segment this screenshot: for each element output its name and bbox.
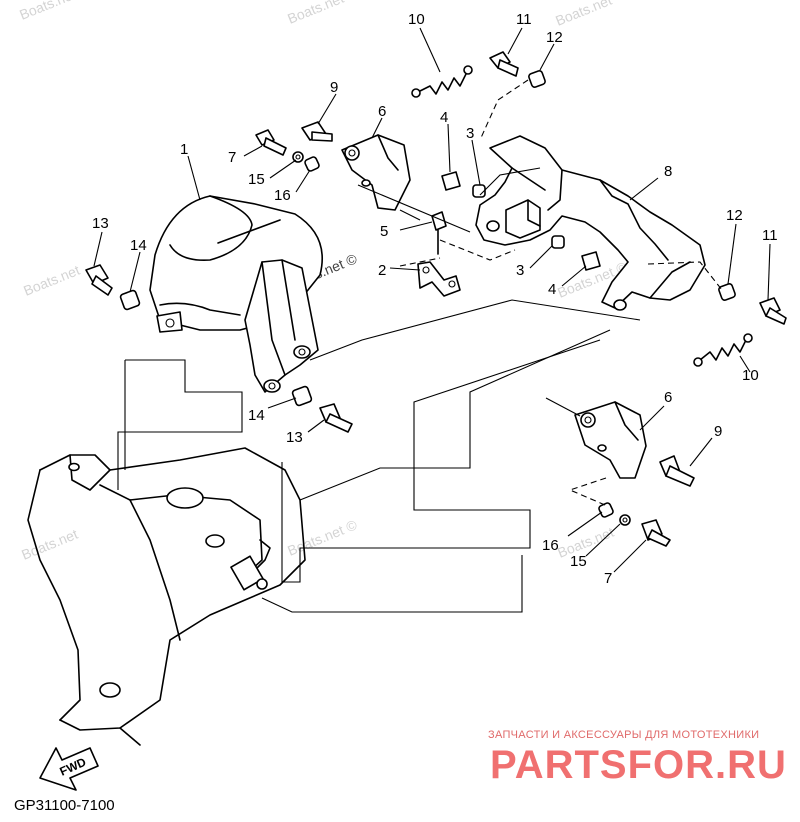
diagram-code: GP31100-7100	[14, 797, 115, 814]
watermark: Boats.net	[553, 0, 614, 29]
callout-3: 3	[516, 262, 524, 279]
callout-12: 12	[726, 207, 743, 224]
callout-15: 15	[570, 553, 587, 570]
hardware-parts	[85, 51, 787, 547]
watermark: Boats.net	[285, 0, 346, 27]
watermark: Boats.net	[17, 0, 78, 23]
callout-2: 2	[378, 262, 386, 279]
bracket-6-lower	[574, 401, 647, 479]
bracket-6-upper	[341, 134, 411, 211]
callout-1: 1	[180, 141, 188, 158]
callout-9: 9	[330, 79, 338, 96]
callout-4: 4	[440, 109, 448, 126]
bracket-8	[475, 135, 706, 311]
callout-3: 3	[466, 125, 474, 142]
callout-14: 14	[130, 237, 147, 254]
brand-name: PARTSFOR.RU	[490, 743, 787, 787]
callout-13: 13	[92, 215, 109, 232]
callout-7: 7	[604, 570, 612, 587]
callout-13: 13	[286, 429, 303, 446]
callout-6: 6	[664, 389, 672, 406]
callout-14: 14	[248, 407, 265, 424]
callout-11: 11	[762, 227, 778, 244]
leader-lines	[93, 27, 771, 573]
callout-11: 11	[516, 11, 532, 28]
hull-frame	[27, 447, 306, 746]
assembly-lines	[117, 79, 723, 613]
watermark: Boats.net	[19, 526, 80, 563]
brand-tagline: ЗАПЧАСТИ И АКСЕССУАРЫ ДЛЯ МОТОТЕХНИКИ	[488, 729, 759, 741]
callout-16: 16	[274, 187, 291, 204]
callout-9: 9	[714, 423, 722, 440]
brand-watermark: ЗАПЧАСТИ И АКСЕССУАРЫ ДЛЯ МОТОТЕХНИКИ PA…	[488, 729, 787, 787]
engine-mount-bracket-1	[149, 195, 324, 393]
callout-12: 12	[546, 29, 563, 46]
watermark: Boats.net	[21, 262, 82, 299]
callout-7: 7	[228, 149, 236, 166]
callout-8: 8	[664, 163, 672, 180]
callout-16: 16	[542, 537, 559, 554]
callout-10: 10	[742, 367, 759, 384]
callout-6: 6	[378, 103, 386, 120]
callout-4: 4	[548, 281, 556, 298]
callout-15: 15	[248, 171, 265, 188]
watermark: Boats.net ©	[285, 516, 360, 559]
callout-5: 5	[380, 223, 388, 240]
callouts: 1 2 3 3 4 4 5 6 6 7 7 8 9 9 10 10 11 11 …	[92, 11, 778, 587]
callout-10: 10	[408, 11, 425, 28]
fwd-arrow-icon: FWD	[39, 747, 99, 791]
